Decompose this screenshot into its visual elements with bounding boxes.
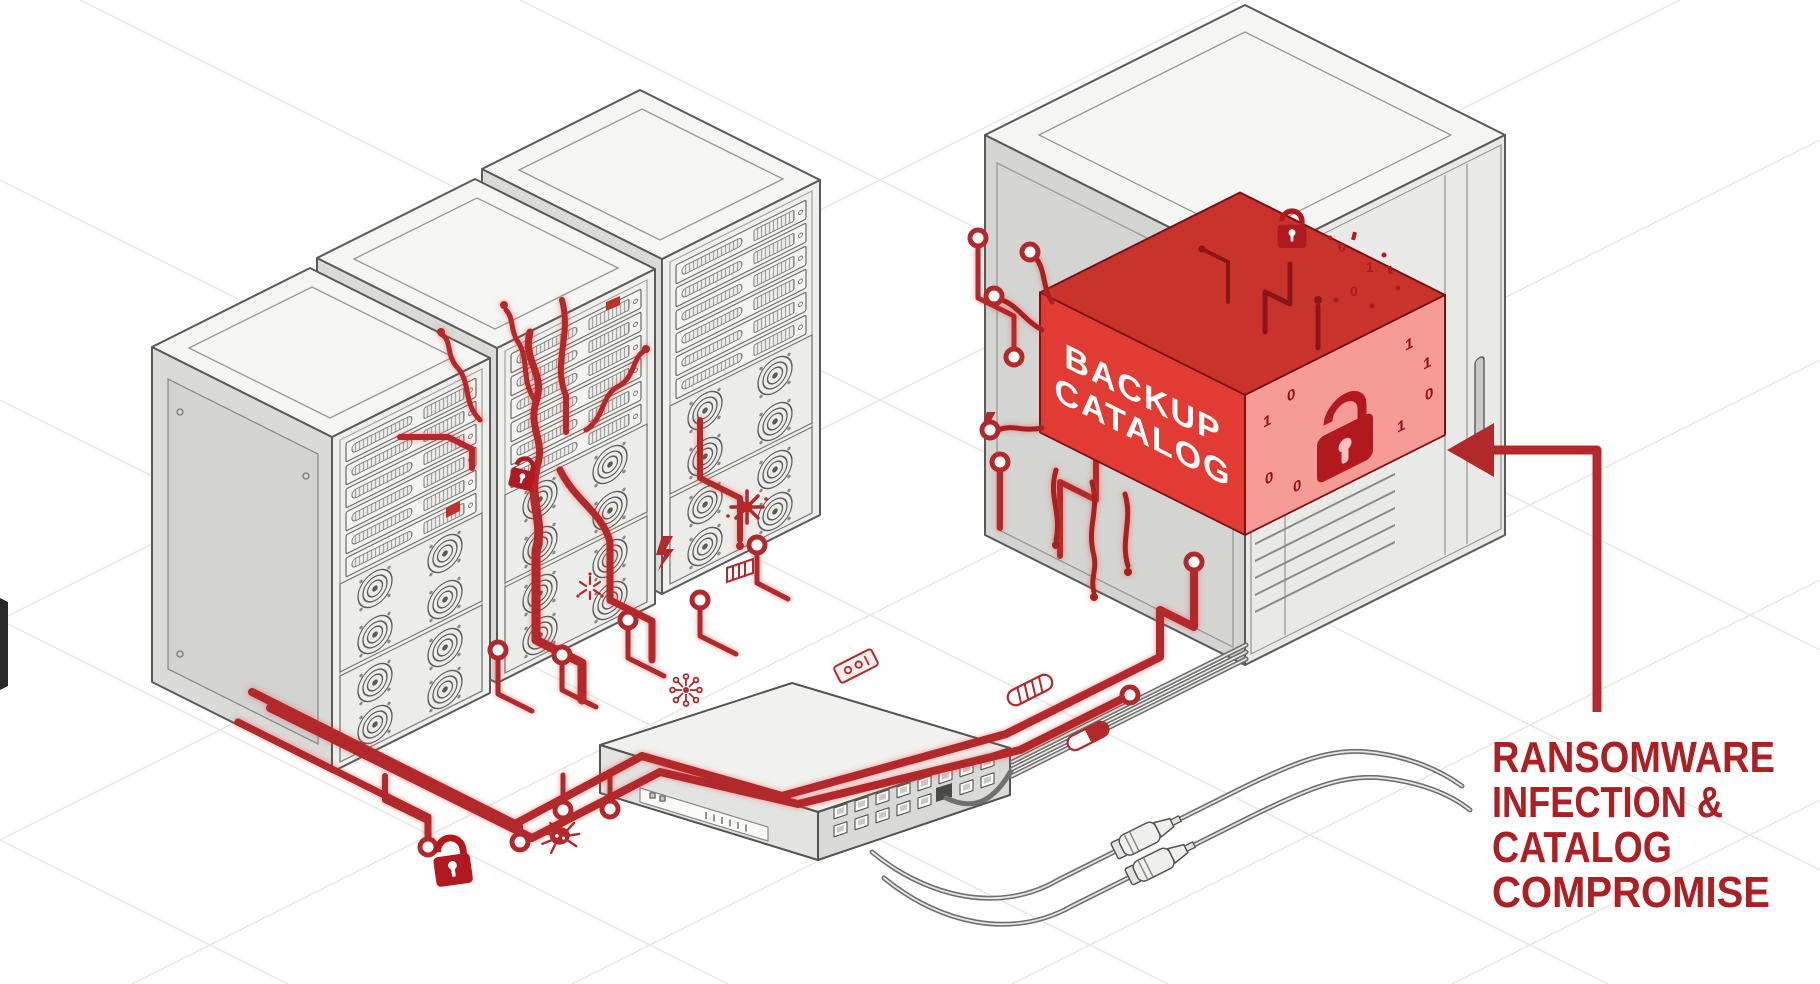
circuit-pad	[490, 642, 506, 658]
malware-icons	[430, 489, 1110, 888]
sparkle-icon	[576, 572, 604, 601]
server-rack-1	[152, 268, 490, 772]
dandelion-icon	[669, 673, 703, 707]
chip-card-icon	[833, 648, 879, 684]
circuit-pad	[1186, 554, 1202, 570]
circuit-pad	[602, 801, 618, 817]
cube-tendrils	[995, 255, 1132, 601]
binary-digit: 0	[1265, 469, 1273, 489]
cable-connector	[1124, 841, 1197, 886]
led-indicators	[649, 792, 747, 832]
infected-bay-mark	[606, 296, 620, 311]
left-edge-artifact	[0, 598, 8, 690]
led-label-strip	[639, 787, 769, 842]
svg-text:0: 0	[1338, 239, 1346, 255]
caption-line: INFECTION &	[1492, 778, 1723, 827]
caption-line: COMPROMISE	[1492, 868, 1770, 917]
caption-line: RANSOMWARE	[1492, 733, 1775, 782]
memory-card-icon	[726, 557, 754, 584]
circuit-pad	[1122, 687, 1138, 703]
circuit-pad	[982, 422, 998, 438]
circuit-pad	[1022, 244, 1038, 260]
infected-bay-mark	[446, 501, 460, 518]
circuit-pad	[512, 834, 528, 850]
padlock-icon	[430, 836, 473, 888]
circuit-pad	[554, 647, 570, 663]
circuit-pad	[749, 537, 765, 553]
starburst-icon	[726, 489, 768, 525]
backup-catalog-cube: BACKUP CATALOG 1 0 1 1 0 0 1 0	[982, 191, 1446, 601]
binary-digit: 1	[1405, 335, 1413, 355]
circuit-pad	[986, 288, 1002, 304]
capsule-icon	[1066, 720, 1110, 752]
infection-tendrils	[397, 297, 744, 705]
circuit-pad	[620, 612, 636, 628]
annotation-arrow	[1447, 423, 1602, 712]
pill-icon	[1006, 673, 1054, 707]
data-particles: 0 1 0	[1327, 231, 1401, 309]
cube-right-face	[1244, 293, 1446, 537]
cabinet-circuit-traces	[975, 245, 1099, 559]
circuit-pad	[1006, 349, 1022, 365]
binary-digit: 0	[1287, 386, 1295, 406]
caption: RANSOMWARE INFECTION & CATALOG COMPROMIS…	[1492, 733, 1775, 917]
lock-icon	[1317, 391, 1373, 483]
binary-digit: 0	[1293, 477, 1301, 497]
circuit-pad	[420, 839, 436, 855]
binary-digit: 1	[1263, 412, 1271, 432]
binary-digit: 1	[1423, 354, 1431, 374]
binary-digit: 0	[1425, 385, 1433, 405]
circuit-pad	[970, 230, 986, 246]
cables	[869, 642, 1473, 927]
cable-connector	[1110, 815, 1183, 860]
svg-text:0: 0	[1350, 283, 1358, 299]
caption-line: CATALOG	[1492, 823, 1672, 872]
arrowhead	[1447, 423, 1494, 477]
virus-icon	[540, 818, 581, 855]
svg-text:1: 1	[1366, 259, 1374, 275]
circuit-pad	[692, 592, 708, 608]
circuit-pad	[555, 802, 571, 818]
circuit-pad	[992, 454, 1008, 470]
binary-digit: 1	[1397, 417, 1405, 437]
cube-top-traces	[1198, 245, 1322, 351]
